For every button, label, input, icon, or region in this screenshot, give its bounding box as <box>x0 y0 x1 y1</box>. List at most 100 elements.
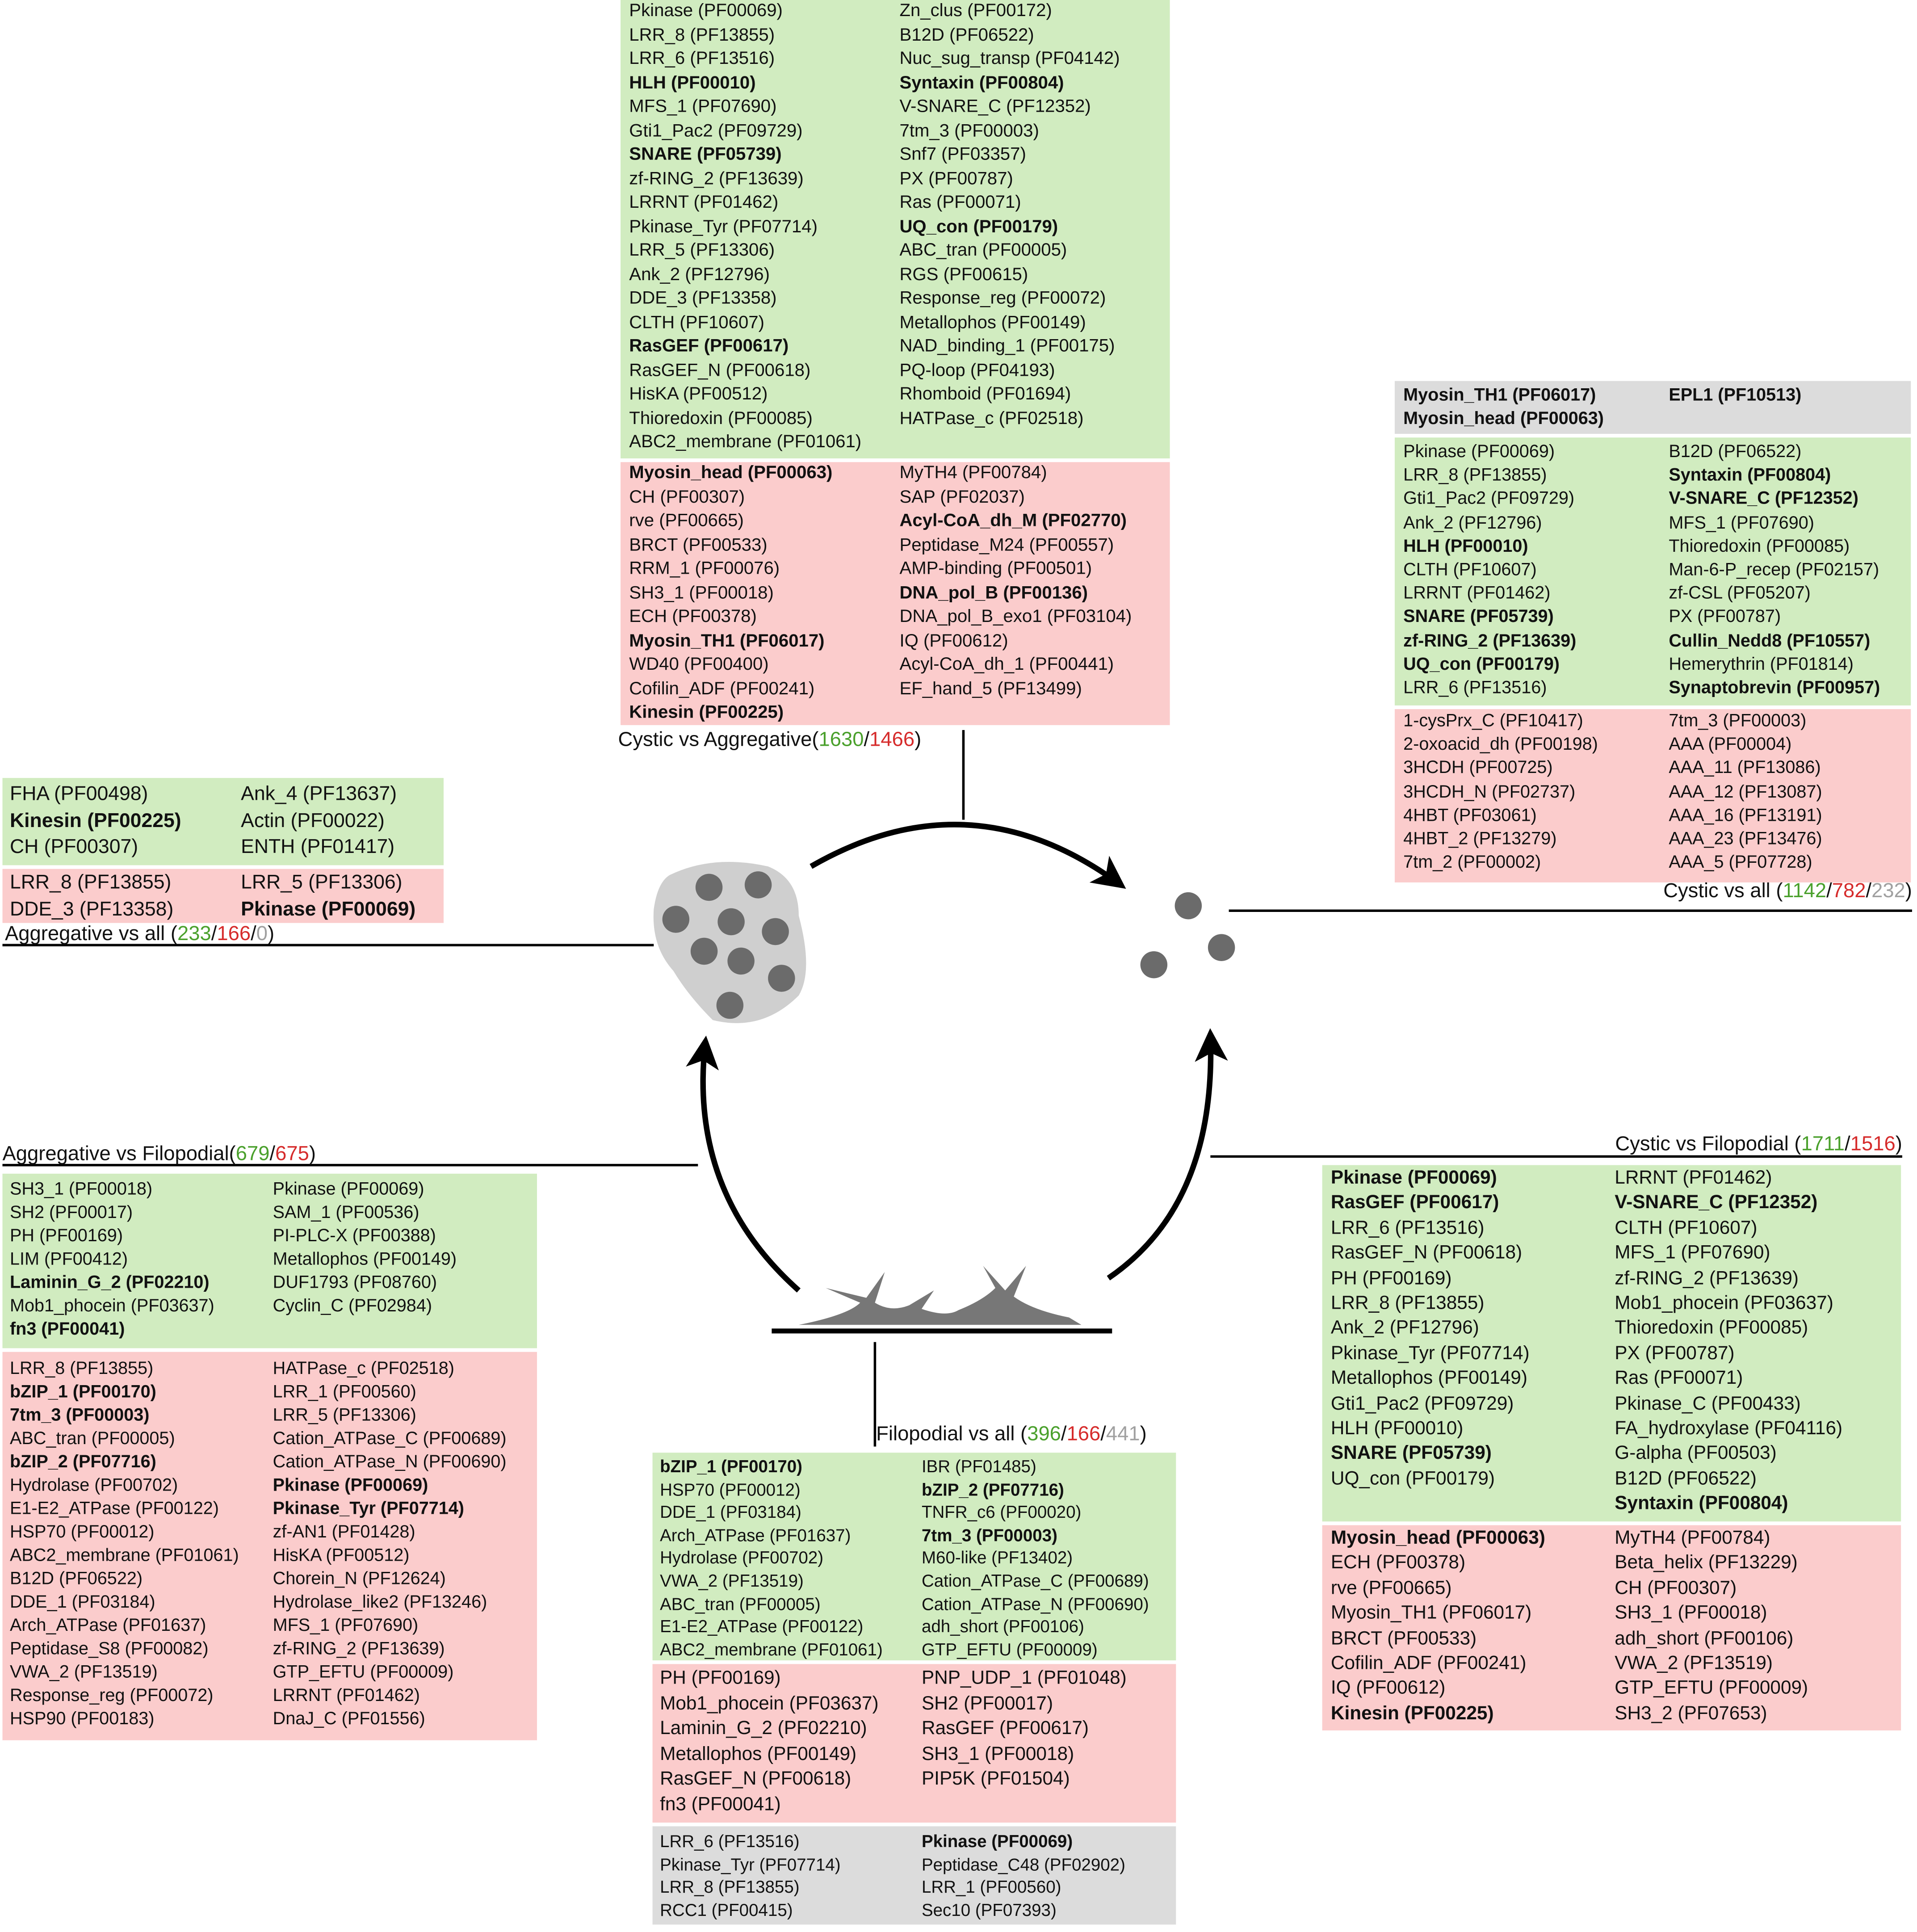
domain-item: fn3 (PF00041) <box>10 1320 125 1340</box>
domain-item: Pkinase_Tyr (PF07714) <box>273 1499 464 1519</box>
domain-item: Pkinase_C (PF00433) <box>1615 1393 1801 1414</box>
domain-item: MFS_1 (PF07690) <box>273 1616 419 1636</box>
domain-item: 3HCDH_N (PF02737) <box>1403 782 1576 802</box>
domain-item: ECH (PF00378) <box>1330 1553 1466 1574</box>
column: FHA (PF00498)Kinesin (PF00225)CH (PF0030… <box>10 781 241 861</box>
domain-item: ECH (PF00378) <box>629 607 757 627</box>
domain-item: Cation_ATPase_N (PF00690) <box>921 1593 1149 1613</box>
domain-item: RasGEF_N (PF00618) <box>629 361 811 381</box>
domain-item: Pkinase (PF00069) <box>1403 442 1555 462</box>
column: Myosin_head (PF00063)ECH (PF00378)rve (P… <box>1331 1526 1615 1729</box>
domain-item: SH3_2 (PF07653) <box>1615 1703 1767 1724</box>
domain-item: DDE_3 (PF13358) <box>629 289 777 309</box>
separator: / <box>269 1143 276 1165</box>
domain-item: Pkinase_Tyr (PF07714) <box>660 1854 841 1874</box>
down-count: 782 <box>1832 880 1866 902</box>
domain-item: IQ (PF00612) <box>899 631 1008 651</box>
red-section: Myosin_head (PF00063)ECH (PF00378)rve (P… <box>1322 1525 1901 1730</box>
domain-item: RasGEF (PF00617) <box>921 1718 1089 1739</box>
green-section: Pkinase (PF00069) LRR_8 (PF13855) LRR_6 (P… <box>621 0 1170 458</box>
up-count: 1630 <box>818 729 864 751</box>
domain-item: PIP5K (PF01504) <box>921 1769 1070 1790</box>
column: Zn_clus (PF00172)B12D (PF06522)Nuc_sug_t… <box>899 0 1120 458</box>
domain-item: G-alpha (PF00503) <box>1615 1443 1777 1465</box>
domain-item: Mob1_phocein (PF03637) <box>660 1693 879 1714</box>
domain-item: LRR_1 (PF00560) <box>921 1877 1061 1897</box>
domain-item: Metallophos (PF00149) <box>899 313 1086 333</box>
domain-item: ABC2_membrane (PF01061) <box>10 1546 239 1566</box>
domain-item: SH3_1 (PF00018) <box>1615 1603 1767 1624</box>
domain-item: SH3_1 (PF00018) <box>629 583 774 603</box>
domain-item: AAA_16 (PF13191) <box>1669 806 1822 826</box>
domain-item: bZIP_1 (PF00170) <box>660 1456 802 1476</box>
domain-item: SH2 (PF00017) <box>921 1693 1053 1714</box>
domain-item: Syntaxin (PF00804) <box>1615 1493 1788 1515</box>
domain-item: V-SNARE_C (PF12352) <box>1669 489 1858 509</box>
domain-item: Myosin_TH1 (PF06017) <box>1330 1603 1532 1624</box>
domain-item: E1-E2_ATPase (PF00122) <box>660 1616 864 1636</box>
label-text: Cystic vs all ( <box>1663 880 1783 902</box>
domain-item: RasGEF (PF00617) <box>629 336 789 357</box>
domain-item: DNA_pol_B_exo1 (PF03104) <box>899 607 1132 627</box>
domain-item: CH (PF00307) <box>10 836 138 858</box>
domain-item: DUF1793 (PF08760) <box>273 1273 437 1293</box>
red-section: LRR_8 (PF13855)DDE_3 (PF13358)LRR_5 (PF1… <box>2 869 444 923</box>
domain-item: Arch_ATPase (PF01637) <box>10 1616 206 1636</box>
domain-item: Acyl-CoA_dh_M (PF02770) <box>899 511 1127 531</box>
red-section: PH (PF00169)Mob1_phocein (PF03637)Lamini… <box>652 1664 1176 1823</box>
domain-item: VWA_2 (PF13519) <box>660 1571 804 1591</box>
domain-item: SH2 (PF00017) <box>10 1203 133 1223</box>
domain-item: V-SNARE_C (PF12352) <box>1615 1193 1818 1214</box>
column: PNP_UDP_1 (PF01048)SH2 (PF00017)RasGEF (… <box>922 1667 1127 1820</box>
domain-item: LRR_8 (PF13855) <box>629 25 775 45</box>
domain-item: rve (PF00665) <box>629 511 744 531</box>
domain-item: SNARE (PF05739) <box>1330 1443 1492 1465</box>
column: 1-cysPrx_C (PF10417)2-oxoacid_dh (PF0019… <box>1403 710 1669 879</box>
domain-item: Response_reg (PF00072) <box>899 289 1106 309</box>
domain-item: ABC2_membrane (PF01061) <box>629 433 862 453</box>
down-count: 1466 <box>869 729 915 751</box>
domain-item: HisKA (PF00512) <box>629 384 768 404</box>
domain-item: Laminin_G_2 (PF02210) <box>10 1273 210 1293</box>
other-count: 232 <box>1871 880 1905 902</box>
other-count: 441 <box>1106 1423 1140 1445</box>
domain-item: Cullin_Nedd8 (PF10557) <box>1669 631 1871 651</box>
column: LRR_8 (PF13855)bZIP_1 (PF00170)7tm_3 (PF… <box>10 1358 273 1735</box>
domain-item: LRR_6 (PF13516) <box>629 49 775 69</box>
domain-item: MyTH4 (PF00784) <box>899 463 1047 483</box>
domain-item: LRR_5 (PF13306) <box>241 871 403 894</box>
green-section: SH3_1 (PF00018)SH2 (PF00017)PH (PF00169)… <box>2 1173 537 1348</box>
domain-item: FHA (PF00498) <box>10 783 148 805</box>
domain-item: SH3_1 (PF00018) <box>921 1743 1074 1765</box>
panel-filopodial-vs-all: bZIP_1 (PF00170)HSP70 (PF00012)DDE_1 (PF… <box>652 1453 1176 1928</box>
domain-item: zf-RING_2 (PF13639) <box>1615 1268 1799 1289</box>
domain-item: Beta_helix (PF13229) <box>1615 1553 1798 1574</box>
filopodial-cell-icon <box>772 1266 1112 1334</box>
aggregative-cell-icon <box>653 861 806 1023</box>
domain-item: EPL1 (PF10513) <box>1669 386 1802 406</box>
domain-item: PX (PF00787) <box>1615 1343 1735 1364</box>
domain-item: Hydrolase (PF00702) <box>10 1476 178 1496</box>
separator: / <box>1100 1423 1106 1445</box>
domain-item: AAA_5 (PF07728) <box>1669 853 1812 873</box>
domain-item: BRCT (PF00533) <box>629 535 768 555</box>
domain-item: bZIP_1 (PF00170) <box>10 1382 156 1403</box>
domain-item: 4HBT_2 (PF13279) <box>1403 829 1557 849</box>
domain-item: 7tm_3 (PF00003) <box>10 1406 150 1426</box>
up-count: 1711 <box>1801 1133 1845 1155</box>
domain-item: Arch_ATPase (PF01637) <box>660 1525 851 1545</box>
domain-item: GTP_EFTU (PF00009) <box>921 1639 1098 1659</box>
domain-item: Peptidase_C48 (PF02902) <box>921 1854 1125 1874</box>
domain-item: PQ-loop (PF04193) <box>899 361 1055 381</box>
column: MyTH4 (PF00784)SAP (PF02037)Acyl-CoA_dh_… <box>899 462 1132 725</box>
domain-item: Ras (PF00071) <box>1615 1368 1743 1389</box>
domain-item: Myosin_head (PF00063) <box>1330 1527 1545 1549</box>
domain-item: Pkinase (PF00069) <box>629 1 783 21</box>
domain-item: bZIP_2 (PF07716) <box>10 1453 156 1473</box>
domain-item: DDE_3 (PF13358) <box>10 898 174 920</box>
domain-item: Pkinase (PF00069) <box>1330 1168 1497 1189</box>
green-section: bZIP_1 (PF00170)HSP70 (PF00012)DDE_1 (PF… <box>652 1453 1176 1661</box>
domain-item: Pkinase_Tyr (PF07714) <box>629 217 818 237</box>
label-cystic-vs-all: Cystic vs all (1142/782/232) <box>1663 880 1912 903</box>
